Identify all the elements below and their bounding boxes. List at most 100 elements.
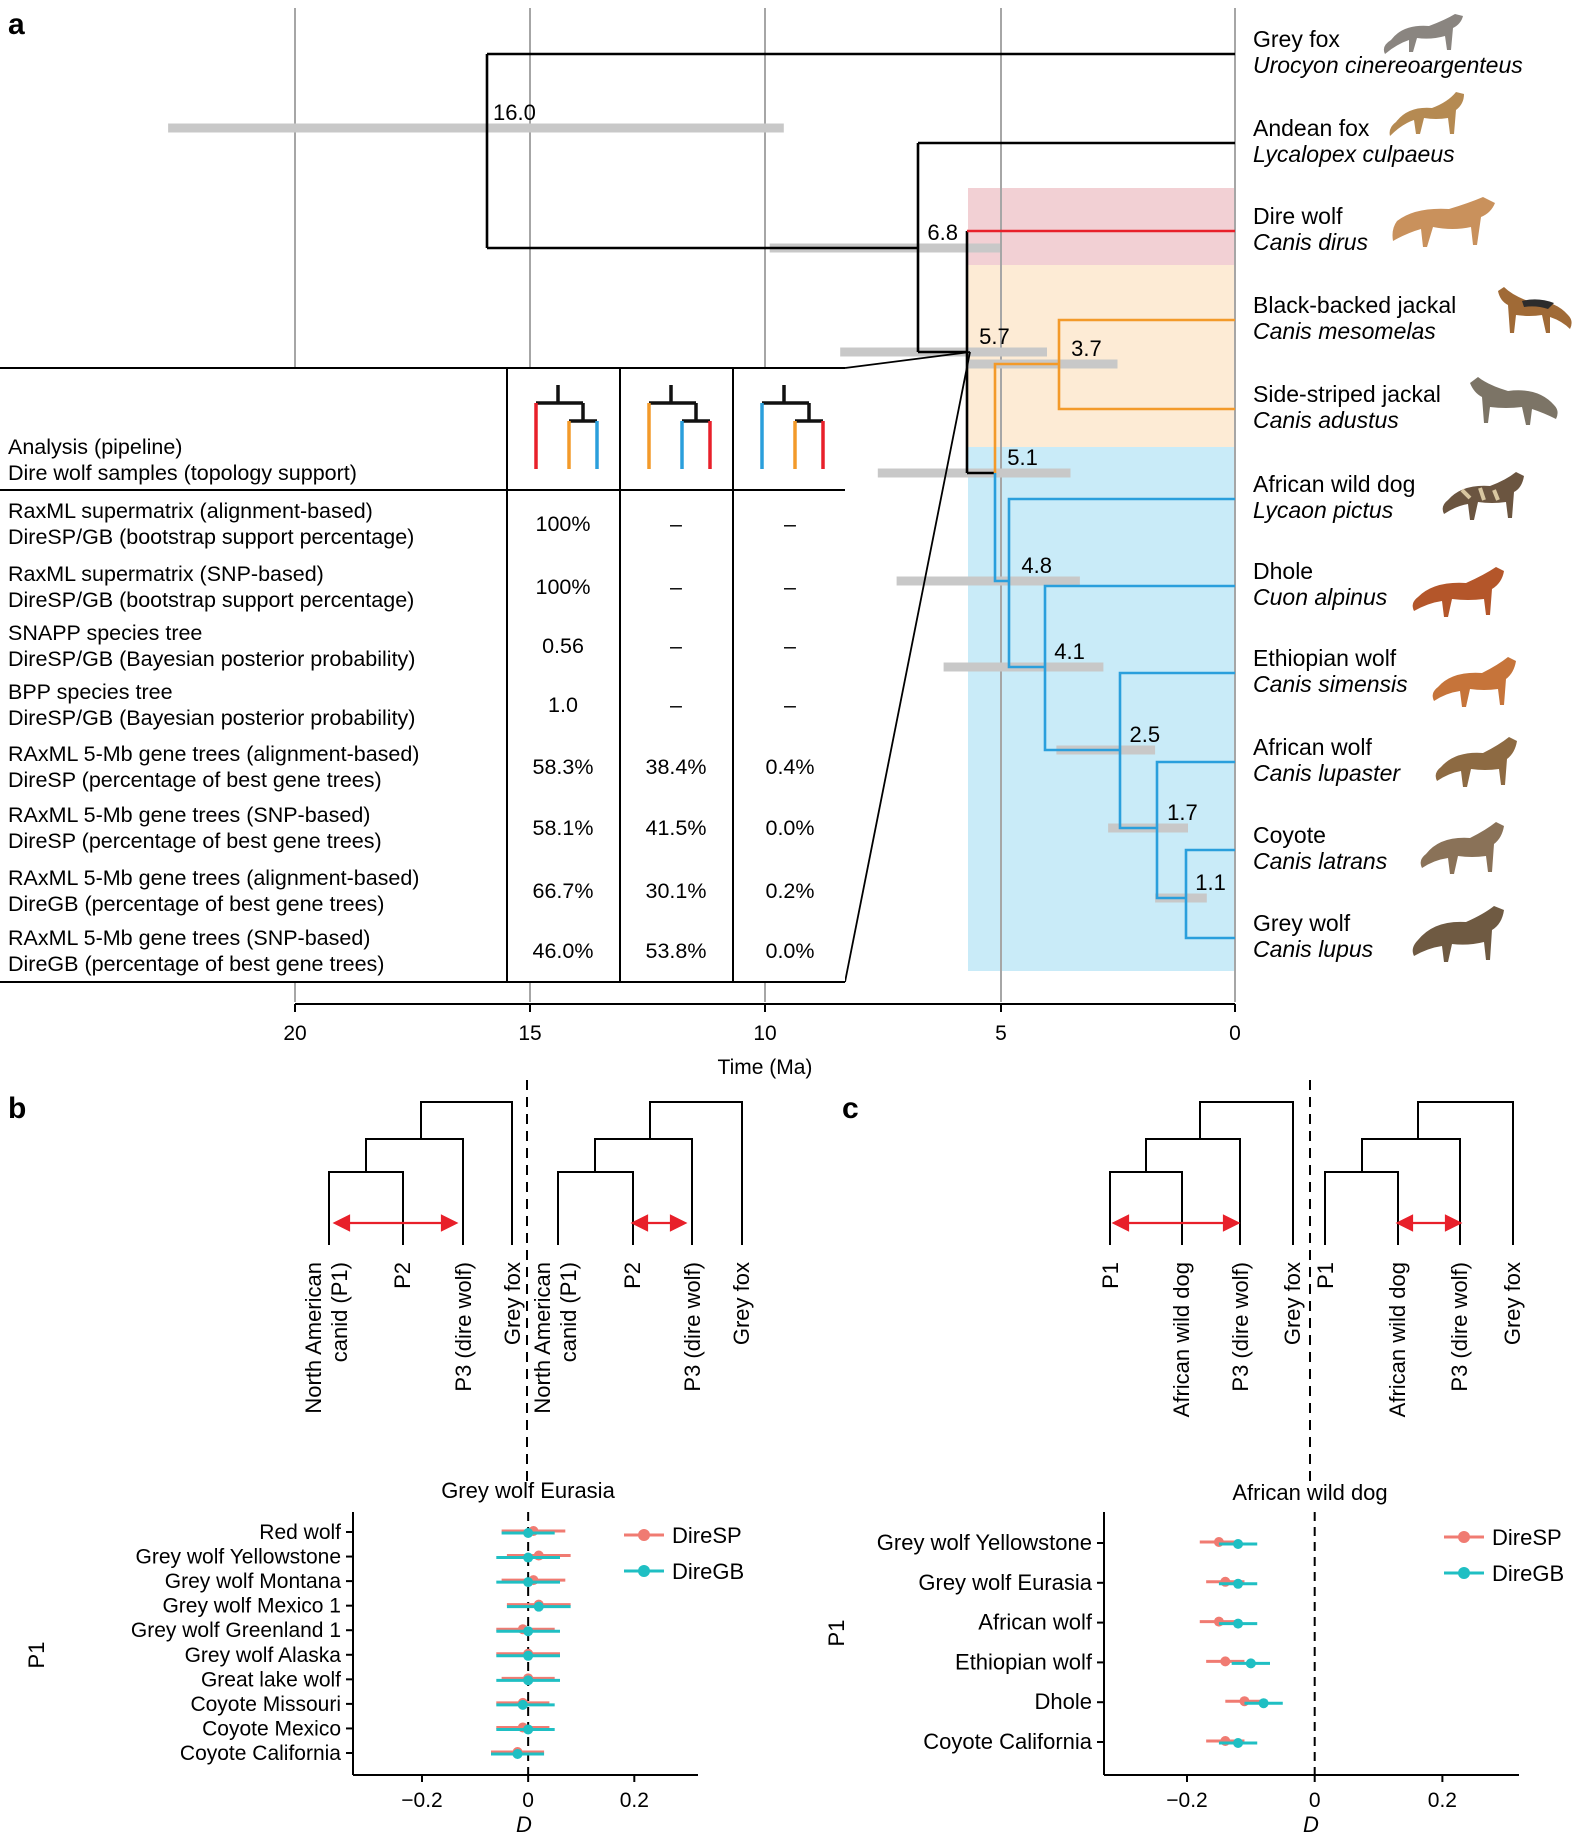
time-tick-10: 10 — [753, 1022, 776, 1045]
panel-b-gene-flow-arrows — [332, 1214, 688, 1232]
topology-icon-1 — [534, 385, 599, 469]
time-axis: 20 15 10 5 0 Time (Ma) — [283, 1003, 1241, 1079]
c-tip-greyfox-left: Grey fox — [1280, 1262, 1305, 1345]
time-tick-20: 20 — [283, 1022, 306, 1045]
table-row-1-analysis: RaxML supermatrix (SNP-based) — [8, 562, 324, 586]
category-label: Coyote Mexico — [202, 1717, 341, 1740]
b-tip-p1-right: North Americancanid (P1) — [530, 1262, 581, 1414]
branch-root — [485, 52, 1235, 250]
table-row-0-value-0: 100% — [536, 512, 591, 536]
time-tick-15: 15 — [518, 1022, 541, 1045]
node-age-5.7: 5.7 — [979, 324, 1010, 349]
table-row-5-value-2: 0.0% — [765, 816, 814, 840]
node-age-1.7: 1.7 — [1167, 800, 1198, 825]
taxon-latin-9: Canis latrans — [1253, 848, 1388, 874]
table-row-2-value-2: – — [784, 634, 796, 658]
table-row-4-analysis: RAxML 5-Mb gene trees (alignment-based) — [8, 742, 419, 766]
dhole-icon — [1412, 567, 1504, 617]
table-row-2-value-1: – — [670, 634, 682, 658]
panel-c-label: c — [842, 1092, 859, 1125]
point-DireGB — [523, 1650, 534, 1661]
b-tip-greyfox-left: Grey fox — [500, 1262, 525, 1345]
panel-c-xlabel: D — [1303, 1812, 1319, 1837]
table-row-1-samples: DireSP/GB (bootstrap support percentage) — [8, 588, 414, 612]
table-header-line1: Analysis (pipeline) — [8, 435, 182, 459]
category-label: Coyote California — [923, 1729, 1093, 1754]
category-label: Coyote California — [180, 1742, 341, 1765]
point-DireSP — [1220, 1656, 1231, 1667]
taxon-latin-8: Canis lupaster — [1253, 760, 1401, 786]
b-tip-p1-left: North Americancanid (P1) — [301, 1262, 352, 1414]
dire-wolf-clade-shading — [968, 188, 1235, 265]
point-DireGB — [1258, 1698, 1269, 1709]
table-row-7-value-0: 46.0% — [533, 939, 594, 963]
table-row-3-samples: DireSP/GB (Bayesian posterior probabilit… — [8, 706, 415, 730]
category-label: Grey wolf Mexico 1 — [162, 1595, 341, 1618]
b-tip-p2-left: P2 — [390, 1262, 415, 1289]
topology-icon-2 — [647, 385, 712, 469]
point-DireGB — [517, 1699, 528, 1710]
point-DireGB — [523, 1724, 534, 1735]
andean-fox-icon — [1389, 92, 1464, 136]
table-row-1-value-2: – — [784, 575, 796, 599]
african-wolf-icon — [1435, 737, 1517, 787]
table-body: RaxML supermatrix (alignment-based)DireS… — [8, 499, 815, 976]
taxon-common-1: Andean fox — [1253, 115, 1370, 141]
category-label: Grey wolf Alaska — [185, 1644, 342, 1667]
table-row-5-samples: DireSP (percentage of best gene trees) — [8, 829, 382, 853]
panel-c-plot-title: African wild dog — [1232, 1480, 1387, 1505]
category-label: Grey wolf Montana — [165, 1570, 342, 1593]
taxon-latin-7: Canis simensis — [1253, 671, 1408, 697]
table-row-4-value-0: 58.3% — [533, 755, 594, 779]
legend-label-DireSP: DireSP — [672, 1523, 742, 1548]
table-row-3-analysis: BPP species tree — [8, 680, 173, 704]
table-row-5-value-1: 41.5% — [646, 816, 707, 840]
taxon-common-3: Black-backed jackal — [1253, 292, 1456, 318]
table-row-1-value-1: – — [670, 575, 682, 599]
panel-c-trees — [1109, 1080, 1514, 1485]
legend-point-DireSP — [1458, 1531, 1470, 1543]
c-tip-p3-left: P3 (dire wolf) — [1228, 1262, 1253, 1392]
taxon-latin-10: Canis lupus — [1253, 936, 1374, 962]
time-tick-5: 5 — [995, 1022, 1007, 1045]
panel-b-label: b — [8, 1092, 26, 1125]
taxon-common-0: Grey fox — [1253, 26, 1340, 52]
node-age-4.8: 4.8 — [1021, 553, 1052, 578]
b-tip-p3-left: P3 (dire wolf) — [451, 1262, 476, 1392]
taxon-common-10: Grey wolf — [1253, 910, 1351, 936]
category-label: Dhole — [1035, 1689, 1092, 1714]
node-age-5.1: 5.1 — [1007, 445, 1038, 470]
table-row-7-samples: DireGB (percentage of best gene trees) — [8, 952, 384, 976]
x-tick-label: −0.2 — [1166, 1789, 1207, 1812]
table-row-3-value-0: 1.0 — [548, 693, 578, 717]
b-tip-p3-right: P3 (dire wolf) — [680, 1262, 705, 1392]
table-row-0-samples: DireSP/GB (bootstrap support percentage) — [8, 525, 414, 549]
category-label: Grey wolf Yellowstone — [877, 1530, 1092, 1555]
support-table: Analysis (pipeline) Dire wolf samples (t… — [0, 367, 845, 983]
taxon-common-7: Ethiopian wolf — [1253, 645, 1397, 671]
african-wild-dog-icon — [1442, 472, 1524, 520]
x-tick-label: 0.2 — [1428, 1789, 1457, 1812]
taxon-common-8: African wolf — [1253, 734, 1372, 760]
panel-c-gene-flow-arrows — [1111, 1214, 1463, 1232]
x-tick-label: 0.2 — [620, 1789, 649, 1812]
taxon-common-4: Side-striped jackal — [1253, 381, 1441, 407]
taxon-common-9: Coyote — [1253, 822, 1326, 848]
wolf-clade-shading — [968, 447, 1235, 971]
table-header-line2: Dire wolf samples (topology support) — [8, 461, 357, 485]
dire-wolf-icon — [1392, 197, 1495, 247]
table-row-2-value-0: 0.56 — [542, 634, 584, 658]
table-row-4-samples: DireSP (percentage of best gene trees) — [8, 768, 382, 792]
taxon-latin-3: Canis mesomelas — [1253, 318, 1436, 344]
category-label: Coyote Missouri — [190, 1693, 341, 1716]
table-row-0-analysis: RaxML supermatrix (alignment-based) — [8, 499, 373, 523]
phylogeny — [485, 52, 1235, 940]
panel-b-plot-title: Grey wolf Eurasia — [441, 1478, 615, 1503]
legend-point-DireSP — [638, 1529, 650, 1541]
node-age-6.8: 6.8 — [927, 220, 958, 245]
taxon-latin-1: Lycalopex culpaeus — [1253, 141, 1455, 167]
